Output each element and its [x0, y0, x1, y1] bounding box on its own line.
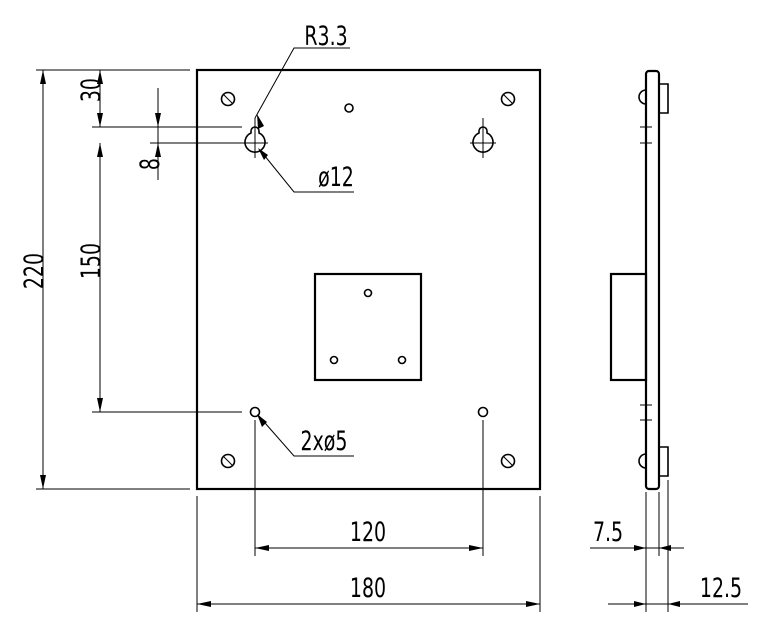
side-bracket-bottom	[659, 446, 669, 477]
hole-spec-label: 2xø5	[301, 425, 348, 456]
slot-offset-label: 8	[134, 158, 165, 170]
mounting-plate-outline	[195, 68, 542, 491]
side-a-label: 7.5	[593, 516, 623, 547]
width-total-label: 180	[350, 572, 386, 603]
side-bracket-top	[659, 83, 669, 114]
top-center-hole	[344, 103, 354, 113]
side-box-profile	[609, 272, 648, 382]
hole-spacing-h-label: 120	[350, 516, 386, 547]
corner-screw-icon	[220, 91, 236, 107]
height-total-label: 220	[18, 253, 49, 289]
side-plate	[644, 69, 661, 491]
side-view	[609, 69, 669, 491]
keyhole-slot-right	[472, 126, 494, 153]
front-view	[195, 68, 542, 491]
mounting-hole-left	[249, 406, 261, 418]
corner-screw-icon	[500, 91, 516, 107]
corner-screw-icon	[220, 453, 236, 469]
center-mount-box	[313, 272, 423, 382]
top-offset-label: 30	[75, 78, 106, 102]
box-hole	[397, 355, 407, 365]
radius-label: R3.3	[304, 20, 347, 51]
dimension-labels: R3.3 ø12 2xø5 220 30 8 150 120 180 7.5 1…	[18, 20, 742, 603]
slot-diameter-label: ø12	[318, 161, 354, 192]
box-hole	[329, 355, 339, 365]
hole-spacing-v-label: 150	[75, 243, 106, 279]
mounting-hole-right	[477, 406, 489, 418]
corner-screw-icon	[500, 453, 516, 469]
box-hole	[363, 288, 373, 298]
side-b-label: 12.5	[700, 572, 742, 603]
keyhole-slot-left	[244, 126, 266, 153]
dimensions	[36, 47, 748, 612]
